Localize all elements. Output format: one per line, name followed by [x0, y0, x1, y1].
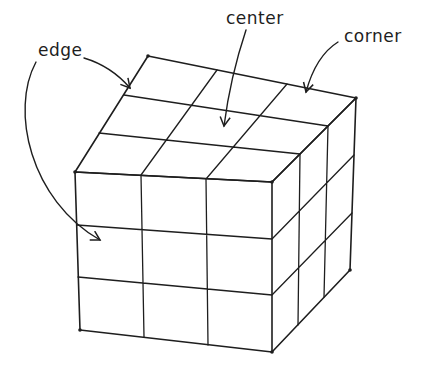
leader-arrow [84, 58, 130, 88]
part-label: corner [344, 26, 402, 46]
leader-arrow [306, 42, 338, 92]
part-label: center [226, 8, 284, 28]
cube-top-face [75, 56, 356, 182]
leader-arrow [224, 30, 246, 126]
cube-vertex-dots [73, 54, 358, 354]
cube-right-face [272, 98, 356, 352]
cube-grid-lines [77, 70, 354, 345]
cube-front-face [75, 172, 272, 352]
leader-arrow [25, 62, 100, 240]
part-label: edge [38, 40, 83, 60]
